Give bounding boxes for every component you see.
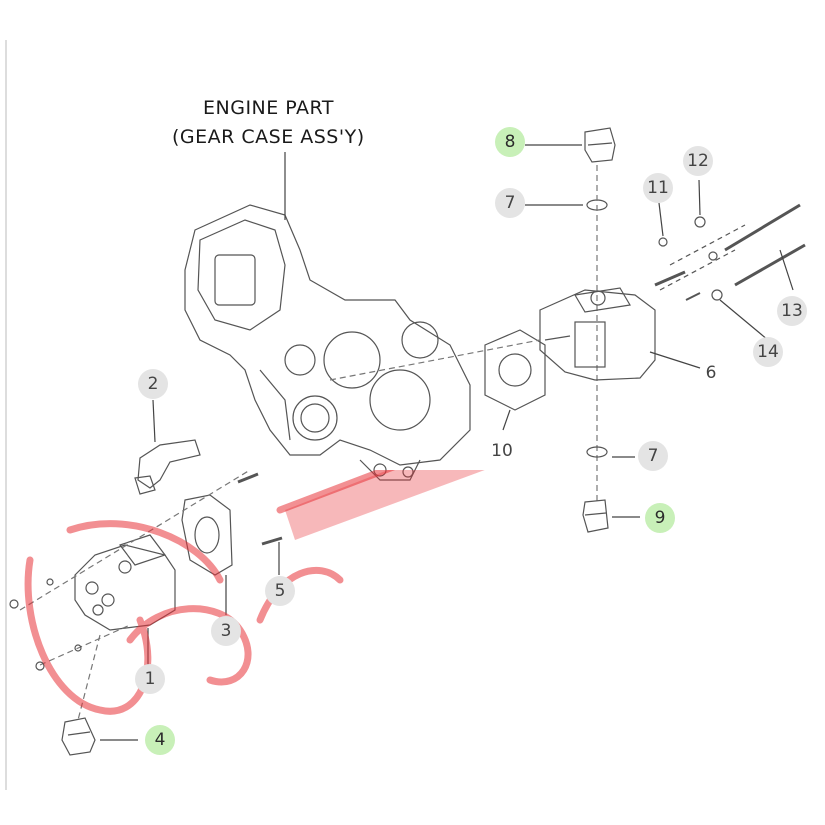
callout-11: 11 xyxy=(643,173,673,203)
callout-3: 3 xyxy=(211,616,241,646)
callout-5: 5 xyxy=(265,576,295,606)
gear-case-assembly xyxy=(184,204,471,481)
part-2-elbow xyxy=(134,439,201,495)
callout-14: 14 xyxy=(753,337,783,367)
leader-lines xyxy=(100,144,794,741)
part-3-gasket xyxy=(181,494,233,576)
part-12-nut xyxy=(694,216,706,228)
part-1-gear-pump xyxy=(74,534,176,631)
callout-6: 6 xyxy=(705,363,717,383)
part-10-gasket xyxy=(484,329,546,411)
callout-7-bottom: 7 xyxy=(638,441,668,471)
part-5-pin xyxy=(237,472,259,484)
callout-8: 8 xyxy=(495,127,525,157)
callout-2: 2 xyxy=(138,369,168,399)
callout-13: 13 xyxy=(777,296,807,326)
part-5-pin-b xyxy=(261,536,283,546)
callout-4: 4 xyxy=(145,725,175,755)
diagram-title-line2: (GEAR CASE ASS'Y) xyxy=(172,126,365,148)
part-14-stud-b xyxy=(685,292,701,301)
part-4-fitting xyxy=(61,717,96,756)
part-9-fitting xyxy=(582,499,609,533)
callout-1: 1 xyxy=(135,664,165,694)
part-11-washer-b xyxy=(708,251,718,261)
part-7-oring-bottom xyxy=(586,446,608,458)
part-8-fitting xyxy=(584,127,616,163)
callout-10: 10 xyxy=(491,441,513,461)
part-12-nut-b xyxy=(711,289,723,301)
part-14-stud xyxy=(654,270,686,287)
pump-washer xyxy=(46,578,54,586)
callout-7-top: 7 xyxy=(495,188,525,218)
part-6-pump xyxy=(539,287,656,381)
pump-axis-main xyxy=(329,339,541,381)
callout-9: 9 xyxy=(645,503,675,533)
diagram-title-line1: ENGINE PART xyxy=(203,97,334,119)
gear-pump-axis xyxy=(19,469,251,611)
gear-pump-axis-b xyxy=(39,624,131,666)
part-11-washer xyxy=(658,237,668,247)
callout-12: 12 xyxy=(683,146,713,176)
part-13-bolts xyxy=(659,203,806,291)
pump-bolt xyxy=(9,599,19,609)
pump-bolt-b xyxy=(35,661,45,671)
